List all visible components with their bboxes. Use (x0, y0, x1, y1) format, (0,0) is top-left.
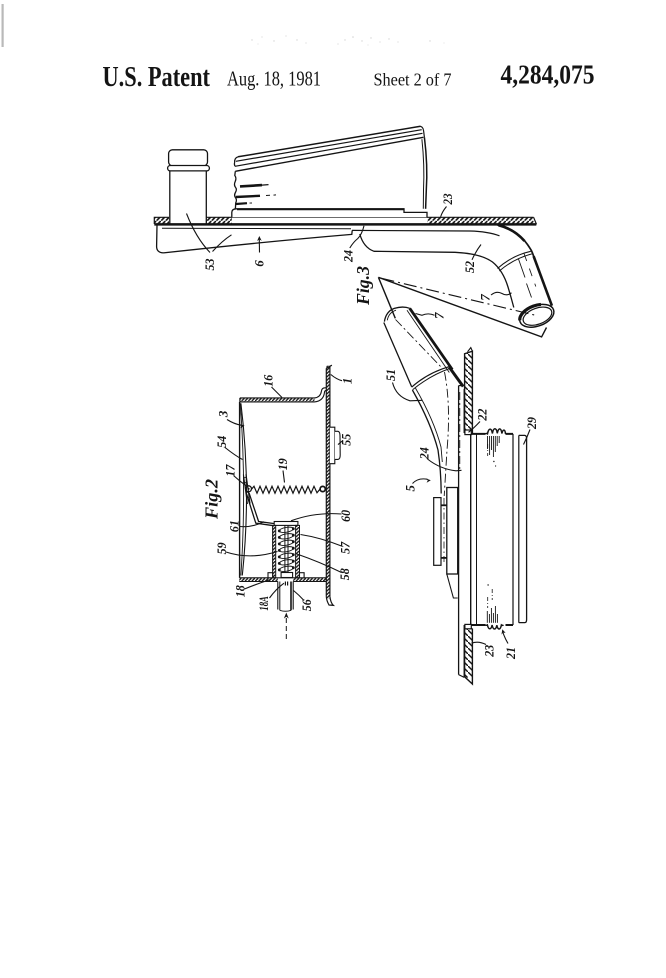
svg-text:16: 16 (261, 374, 276, 386)
svg-text:21: 21 (503, 647, 518, 660)
svg-text:59: 59 (214, 542, 229, 554)
svg-text:24: 24 (341, 250, 356, 263)
svg-text:23: 23 (440, 193, 455, 205)
svg-text:19: 19 (275, 458, 290, 470)
svg-text:4,284,075: 4,284,075 (501, 60, 595, 90)
svg-text:17: 17 (222, 464, 237, 476)
svg-text:18A: 18A (256, 596, 271, 611)
svg-text:U.S. Patent: U.S. Patent (103, 62, 211, 93)
svg-text:56: 56 (299, 599, 314, 611)
svg-text:54: 54 (214, 435, 229, 447)
svg-text:52: 52 (462, 261, 477, 273)
svg-text:58: 58 (337, 568, 352, 580)
svg-text:53: 53 (202, 258, 217, 270)
svg-text:61: 61 (227, 520, 242, 532)
svg-text:3: 3 (216, 410, 231, 418)
svg-text:1: 1 (340, 378, 355, 385)
svg-text:24: 24 (416, 447, 431, 460)
svg-text:Sheet 2 of 7: Sheet 2 of 7 (374, 70, 452, 90)
svg-text:23: 23 (482, 644, 497, 657)
svg-text:Fig.2: Fig.2 (202, 479, 222, 520)
svg-text:18: 18 (232, 585, 247, 597)
svg-text:60: 60 (338, 509, 353, 521)
svg-text:57: 57 (337, 541, 352, 553)
svg-text:7: 7 (432, 312, 447, 319)
svg-text:29: 29 (524, 417, 539, 430)
svg-text:Aug. 18, 1981: Aug. 18, 1981 (227, 67, 321, 91)
svg-text:7: 7 (478, 294, 493, 301)
svg-text:Fig.3: Fig.3 (353, 266, 373, 306)
svg-text:51: 51 (383, 369, 398, 381)
svg-text:22: 22 (475, 408, 490, 421)
svg-text:6: 6 (252, 260, 267, 267)
svg-text:55: 55 (338, 433, 353, 445)
svg-text:5: 5 (403, 485, 418, 492)
